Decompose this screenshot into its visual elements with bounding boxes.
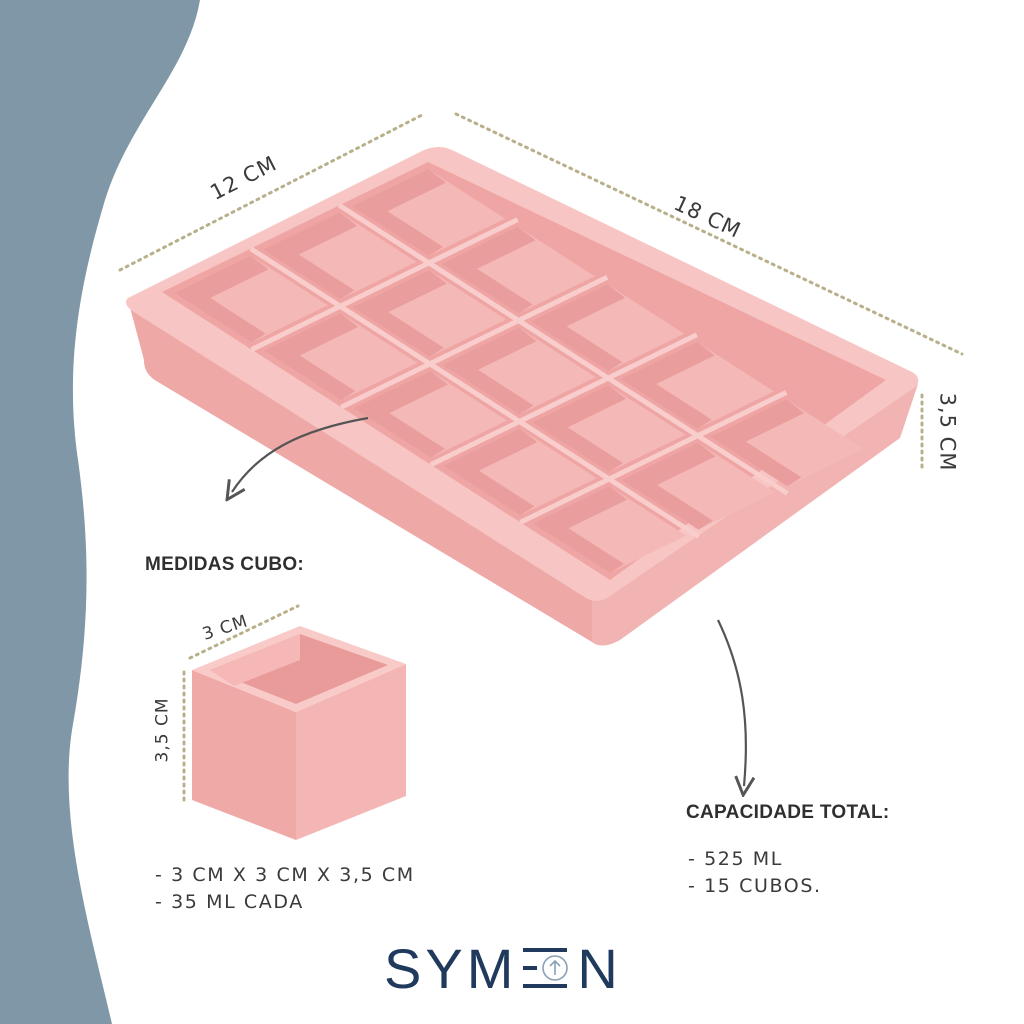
tray-cell-wall [174, 255, 269, 343]
tray-length-line [454, 112, 964, 356]
tray-cell-wall [532, 486, 628, 573]
tray-cell-wall [353, 370, 448, 458]
ice-tray [126, 147, 919, 646]
capacity-specs: - 525 ML - 15 CUBOS. [688, 846, 822, 900]
tray-divider [519, 390, 788, 525]
arrow-to-capacity [717, 619, 746, 786]
brand-logo: SYM N [384, 936, 622, 1000]
tray-left-wall [128, 300, 592, 642]
cube-right-face [296, 664, 406, 840]
cube-height-label: 3,5 CM [152, 697, 173, 763]
cube-heading: MEDIDAS CUBO: [145, 554, 305, 575]
dimension-lines [118, 112, 964, 802]
tray-cell-wall [351, 169, 447, 256]
tray-divider [337, 203, 789, 496]
cube-specs: - 3 CM X 3 CM X 3,5 CM - 35 ML CADA [155, 862, 415, 916]
tray-divider [250, 217, 519, 352]
tray-cell-wall [531, 385, 627, 473]
tray-cell-wall [352, 269, 447, 357]
cube-inner-wall [210, 634, 300, 686]
capacity-spec-count: - 15 CUBOS. [688, 875, 822, 897]
arrow-up-circle-icon [517, 936, 577, 1000]
tray-cell-wall [531, 284, 626, 372]
tray-divider [429, 332, 698, 468]
arrow-to-cube [232, 416, 369, 492]
tray-divider [249, 246, 701, 539]
capacity-spec-volume: - 525 ML [688, 848, 783, 870]
tray-divider [340, 274, 609, 410]
brand-logo-left: SYM [384, 936, 518, 1000]
tray-cell-wall [710, 399, 805, 487]
tray-height-label: 3,5 CM [935, 392, 960, 472]
tray-cell-wall [441, 226, 536, 314]
cube-left-face [192, 670, 296, 840]
cube-spec-dimensions: - 3 CM X 3 CM X 3,5 CM [155, 864, 415, 886]
cube-spec-volume: - 35 ML CADA [155, 891, 304, 913]
tray-cell-wall [442, 327, 537, 415]
tray-cell-wall [443, 428, 538, 516]
cube-width-line [188, 604, 300, 660]
brand-logo-right: N [577, 936, 622, 1000]
ice-cube [192, 626, 406, 840]
tray-cell-wall [263, 212, 358, 300]
tray-cell-wall [621, 442, 716, 530]
tray-cell-wall [620, 341, 715, 429]
tray-cells [174, 169, 864, 573]
tray-cell-wall [264, 313, 359, 401]
tray-width-line [118, 112, 426, 272]
capacity-heading: CAPACIDADE TOTAL: [686, 802, 890, 823]
cube-opening [210, 634, 388, 704]
